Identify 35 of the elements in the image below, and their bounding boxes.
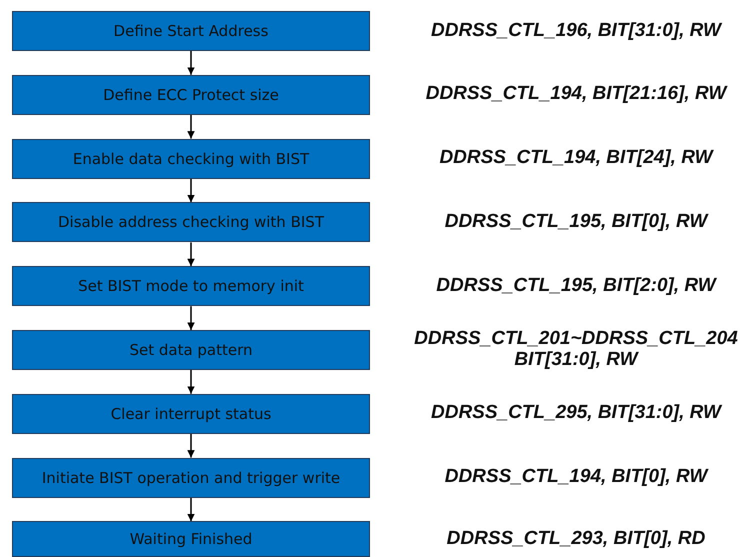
process-box <box>12 202 370 242</box>
step-label: Clear interrupt status <box>110 404 272 423</box>
step-label: Set data pattern <box>129 341 253 359</box>
arrow <box>187 178 195 202</box>
register-note: DDRSS_CTL_201~DDRSS_CTL_204 BIT[31:0], RW <box>413 329 739 371</box>
process-box <box>12 394 370 434</box>
arrow <box>187 370 195 394</box>
process-box <box>12 458 370 498</box>
arrow <box>187 306 195 330</box>
step-label: Define ECC Protect size <box>103 86 279 104</box>
register-note: DDRSS_CTL_195, BIT[0], RW <box>444 212 710 233</box>
register-note: DDRSS_CTL_196, BIT[31:0], RW <box>430 20 724 42</box>
register-note: DDRSS_CTL_195, BIT[2:0], RW <box>435 276 718 297</box>
process-box <box>12 138 370 179</box>
register-note: DDRSS_CTL_194, BIT[21:16], RW <box>424 84 728 106</box>
register-note: DDRSS_CTL_293, BIT[0], RD <box>446 528 706 550</box>
process-box <box>12 266 370 306</box>
register-note: DDRSS_CTL_194, BIT[24], RW <box>438 148 715 169</box>
process-box <box>12 11 370 51</box>
register-note: DDRSS_CTL_295, BIT[31:0], RW <box>430 403 724 424</box>
register-note: DDRSS_CTL_194, BIT[0], RW <box>444 467 710 488</box>
process-box <box>12 521 370 557</box>
step-label: Set BIST mode to memory init <box>78 277 304 296</box>
arrow <box>187 114 195 139</box>
step-label: Enable data checking with BIST <box>72 150 310 168</box>
arrow <box>187 434 195 458</box>
process-box <box>12 330 370 370</box>
step-label: Initiate BIST operation and trigger write <box>42 468 340 487</box>
process-box <box>12 74 370 115</box>
arrow <box>187 498 195 522</box>
step-label: Define Start Address <box>114 22 268 40</box>
arrow <box>187 242 195 266</box>
step-label: Waiting Finished <box>130 530 252 548</box>
step-label: Disable address checking with BIST <box>58 213 324 232</box>
arrow <box>187 51 195 75</box>
